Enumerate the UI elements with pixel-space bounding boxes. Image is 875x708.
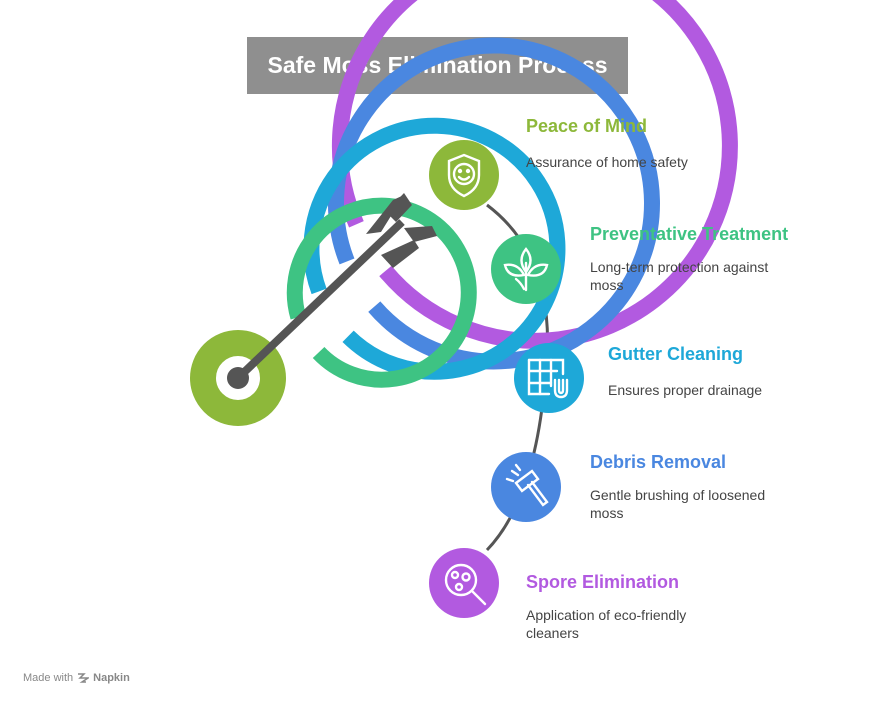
- step-circle-4: [491, 452, 561, 522]
- target-ring-green: [286, 197, 477, 388]
- step-desc-gutter-cleaning: Ensures proper drainage: [608, 382, 763, 398]
- step-circle-3: [514, 343, 584, 413]
- step-title-gutter-cleaning: Gutter Cleaning: [608, 344, 744, 364]
- step-desc-preventative-treatment: Long-term protection against moss: [590, 259, 769, 293]
- step-title-spore-elimination: Spore Elimination: [526, 572, 680, 592]
- step-circle-5: [429, 548, 499, 618]
- step-title-peace-of-mind: Peace of Mind: [526, 116, 648, 136]
- step-circle-2: [491, 234, 561, 304]
- arrow-tip: [227, 367, 249, 389]
- step-title-debris-removal: Debris Removal: [590, 452, 727, 472]
- napkin-logo-icon: [78, 673, 90, 683]
- target-center: [190, 330, 286, 426]
- step-circle-1: [429, 140, 499, 210]
- target-ring-blue: [328, 37, 660, 370]
- target-ring-purple: [331, 0, 738, 349]
- footer-brand: Napkin: [93, 672, 130, 684]
- gutter-grid-icon: [527, 358, 569, 399]
- step-desc-spore-elimination: Application of eco-friendly cleaners: [526, 607, 687, 641]
- squeegee-icon: [505, 463, 549, 507]
- arrow-fletching: [366, 193, 437, 268]
- step-desc-peace-of-mind: Assurance of home safety: [526, 154, 688, 170]
- shield-smile-icon: [447, 153, 481, 198]
- magnifier-spores-icon: [444, 563, 487, 606]
- step-desc-debris-removal: Gentle brushing of loosened moss: [590, 487, 766, 521]
- footer-credit: Made with Napkin: [23, 672, 130, 684]
- arrow-shaft: [235, 219, 405, 381]
- footer-made-with: Made with: [23, 672, 74, 684]
- step-title-preventative-treatment: Preventative Treatment: [590, 224, 789, 244]
- leaves-icon: [503, 247, 549, 292]
- target-ring-cyan: [303, 117, 566, 380]
